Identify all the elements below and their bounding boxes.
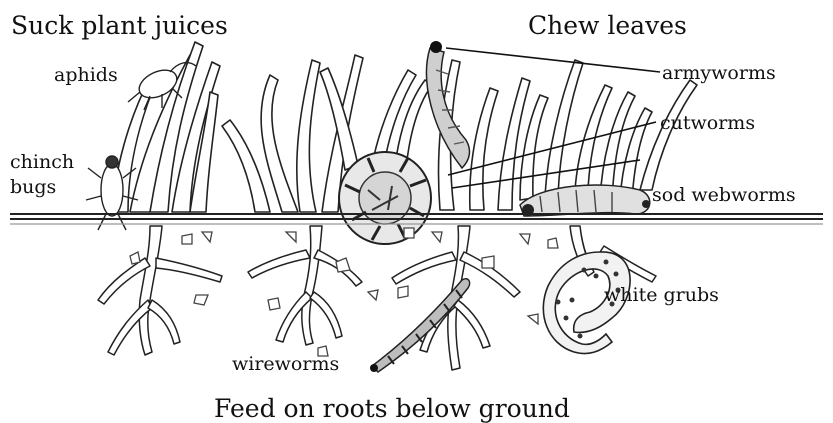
label-wireworms: wireworms	[232, 355, 339, 374]
label-white-grubs: white grubs	[604, 286, 719, 305]
label-cutworms: cutworms	[660, 114, 755, 133]
label-chinch-bugs-line1: chinch	[10, 153, 74, 172]
label-sod-webworms: sod webworms	[652, 186, 796, 205]
label-chinch-bugs-line2: bugs	[10, 178, 56, 197]
sod-webworm-drawing	[520, 185, 650, 216]
heading-suck-plant-juices: Suck plant juices	[11, 13, 228, 38]
turf-pest-diagram: Suck plant juices Chew leaves aphids chi…	[0, 0, 833, 409]
heading-chew-leaves: Chew leaves	[528, 13, 687, 38]
soil-particles	[130, 228, 558, 356]
label-armyworms: armyworms	[662, 64, 776, 83]
cutworm-drawing	[339, 152, 431, 244]
label-aphids: aphids	[54, 66, 118, 85]
